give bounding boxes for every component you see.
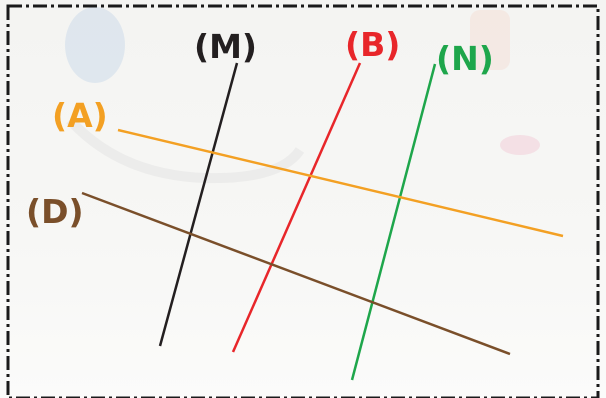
line-m <box>158 62 239 347</box>
line-b <box>231 62 362 353</box>
line-d <box>81 191 511 356</box>
background-figures <box>65 7 540 184</box>
label-m: (M) <box>194 27 257 66</box>
label-a: (A) <box>52 96 108 135</box>
line-n <box>350 63 437 381</box>
label-b: (B) <box>345 25 400 64</box>
diagram-frame <box>6 4 600 398</box>
label-d: (D) <box>26 192 84 231</box>
label-n: (N) <box>436 39 494 78</box>
line-a <box>117 128 564 238</box>
